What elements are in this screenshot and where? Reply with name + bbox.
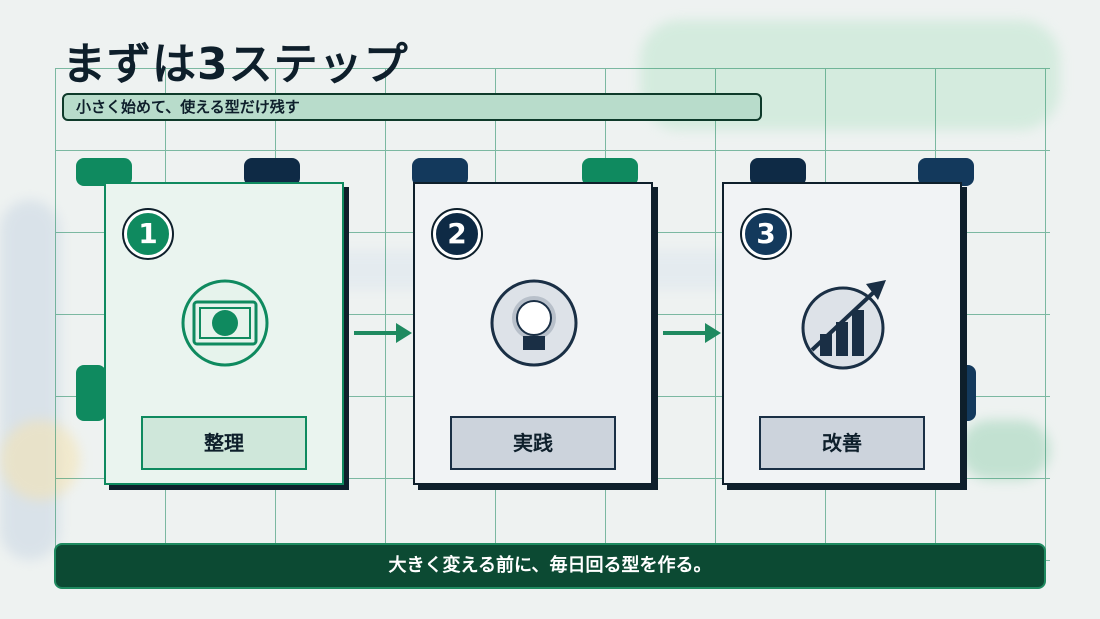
step-label: 整理 <box>141 416 307 470</box>
organize-icon <box>180 278 270 368</box>
step-number-badge: 2 <box>431 208 483 260</box>
card-tab <box>412 158 468 186</box>
card-tab <box>76 158 132 186</box>
lightbulb-icon <box>489 278 579 368</box>
card-tab <box>750 158 806 186</box>
arrow-right-icon <box>663 321 723 345</box>
page-subtitle: 小さく始めて、使える型だけ残す <box>62 93 762 121</box>
arrow-right-icon <box>354 321 414 345</box>
step-number-badge: 1 <box>122 208 174 260</box>
step-label: 実践 <box>450 416 616 470</box>
card-tab <box>582 158 638 186</box>
footer-banner: 大きく変える前に、毎日回る型を作る。 <box>54 543 1046 589</box>
card-tab <box>918 158 974 186</box>
step-label: 改善 <box>759 416 925 470</box>
card-tab <box>244 158 300 186</box>
growth-chart-icon <box>798 278 888 370</box>
card-tab <box>958 365 976 421</box>
card-tab <box>76 365 106 421</box>
page-title: まずは3ステップ <box>62 39 409 90</box>
step-number-badge: 3 <box>740 208 792 260</box>
step-card-1: 1 整理 <box>104 182 344 485</box>
step-card-3: 3 改善 <box>722 182 962 485</box>
step-card-2: 2 実践 <box>413 182 653 485</box>
